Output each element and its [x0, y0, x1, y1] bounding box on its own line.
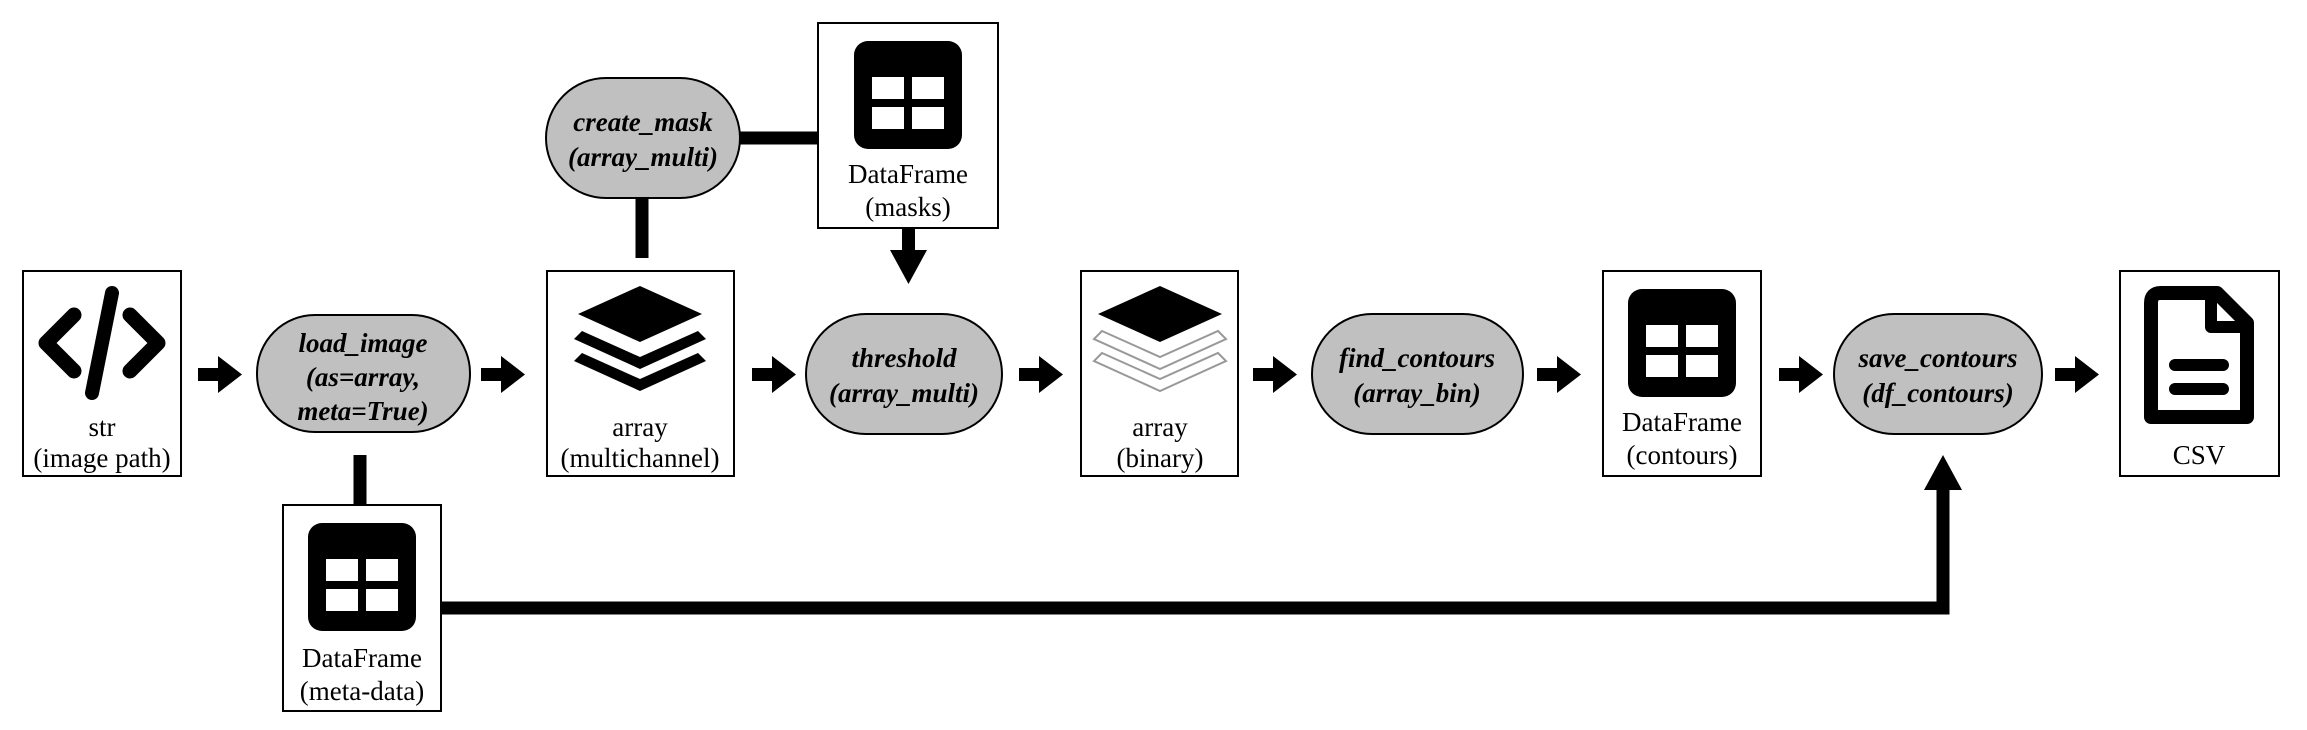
load-image-label: load_image — [299, 328, 428, 358]
array-bin-type-label: array — [1132, 412, 1188, 442]
arrow-save-csv — [2055, 356, 2099, 393]
node-array-multichannel: array (multichannel) — [546, 270, 735, 477]
connector-meta-save — [442, 488, 1950, 615]
load-image-arg2: meta=True) — [297, 396, 428, 426]
save-contours-arg: (df_contours) — [1862, 378, 2014, 408]
layers-icon — [574, 286, 706, 391]
node-array-binary: array (binary) — [1080, 270, 1239, 477]
node-threshold: threshold (array_multi) — [805, 313, 1003, 435]
array-multi-type-label: array — [612, 412, 668, 442]
arrow-threshold-binary — [1019, 356, 1063, 393]
connectors — [353, 131, 1950, 615]
load-image-arg1: (as=array, — [306, 362, 420, 392]
arrow-masks-threshold — [890, 222, 927, 284]
str-desc-label: (image path) — [33, 443, 170, 473]
save-contours-label: save_contours — [1857, 343, 2017, 373]
find-contours-label: find_contours — [1339, 343, 1495, 373]
node-masks: DataFrame (masks) — [817, 22, 999, 229]
node-str: str (image path) — [22, 270, 182, 477]
node-save-contours: save_contours (df_contours) — [1833, 313, 2043, 435]
threshold-label: threshold — [851, 343, 957, 373]
create-mask-arg: (array_multi) — [568, 142, 718, 172]
csv-type-label: CSV — [2173, 440, 2226, 470]
threshold-arg: (array_multi) — [829, 378, 979, 408]
arrow-load-array — [481, 356, 525, 393]
meta-type-label: DataFrame — [302, 643, 422, 673]
arrow-array-threshold — [752, 356, 796, 393]
node-create-mask: create_mask (array_multi) — [545, 77, 741, 199]
document-icon — [2144, 286, 2254, 424]
code-icon — [38, 286, 166, 400]
masks-desc-label: (masks) — [865, 192, 950, 222]
arrows — [198, 222, 2099, 490]
meta-desc-label: (meta-data) — [300, 676, 424, 706]
create-mask-label: create_mask — [573, 107, 713, 137]
arrow-contours-save — [1779, 356, 1823, 393]
arrow-find-contours — [1537, 356, 1581, 393]
arrow-binary-find — [1253, 356, 1297, 393]
layers-outline-icon — [1092, 286, 1228, 393]
contours-type-label: DataFrame — [1622, 407, 1742, 437]
array-bin-desc-label: (binary) — [1117, 443, 1204, 473]
arrow-meta-save — [1924, 455, 1962, 490]
table-icon — [854, 41, 962, 149]
contours-desc-label: (contours) — [1627, 440, 1738, 470]
array-multi-desc-label: (multichannel) — [561, 443, 720, 473]
node-load-image: load_image (as=array, meta=True) — [256, 314, 471, 433]
node-contours: DataFrame (contours) — [1602, 270, 1762, 477]
str-type-label: str — [89, 412, 116, 442]
table-icon — [1628, 289, 1736, 397]
node-csv: CSV — [2119, 270, 2280, 477]
masks-type-label: DataFrame — [848, 159, 968, 189]
node-meta-data: DataFrame (meta-data) — [282, 504, 442, 712]
table-icon — [308, 523, 416, 631]
find-contours-arg: (array_bin) — [1353, 378, 1481, 408]
node-find-contours: find_contours (array_bin) — [1311, 313, 1524, 435]
arrow-str-load — [198, 356, 242, 393]
